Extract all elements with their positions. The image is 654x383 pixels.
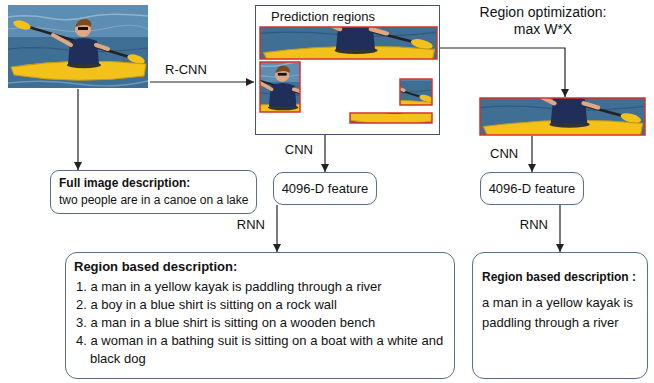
region-crop xyxy=(216,53,340,128)
step-label: R-CNN xyxy=(165,62,207,78)
box-text: 3. a man in a blue shirt is sitting on a… xyxy=(74,314,446,332)
box-text: 2. a boy in a blue shirt is sitting on a… xyxy=(74,296,446,314)
box-text: 4. a woman in a bathing suit is sitting … xyxy=(74,332,446,368)
prediction-regions-box: Prediction regions xyxy=(255,5,440,135)
feature-box: 4096-D feature xyxy=(480,172,584,205)
box-text: a man in a yellow kayak is paddling thro… xyxy=(482,293,640,333)
step-label: CNN xyxy=(490,146,518,162)
box-heading: Region based description: xyxy=(74,258,446,276)
box-text: two people are in a canoe on a lake xyxy=(59,192,248,209)
box-heading: Region based description : xyxy=(482,269,640,285)
description-arrow xyxy=(77,89,78,170)
box-heading: Full image description: xyxy=(59,175,248,192)
flow-arrow xyxy=(559,205,560,252)
cnn-arrow xyxy=(531,136,532,172)
feature-box: 4096-D feature xyxy=(273,172,377,205)
description-box: Region based description: 1. a man in a y… xyxy=(65,252,455,379)
description-box: Region based description : a man in a yel… xyxy=(472,252,648,379)
optimization-arrow xyxy=(440,48,565,97)
box-text: 1. a man in a yellow kayak is paddling t… xyxy=(74,278,446,296)
box-heading: 4096-D feature xyxy=(282,181,369,197)
description-box: Full image description:two people are in… xyxy=(50,170,257,214)
input-photo xyxy=(8,5,148,88)
box-heading: Prediction regions xyxy=(256,6,439,24)
edge-label: CNN xyxy=(285,142,313,158)
step-label: Region optimization: max W*X xyxy=(468,4,618,38)
region-crop xyxy=(343,61,439,130)
flow-arrow xyxy=(276,205,277,252)
optimized-region xyxy=(480,61,645,149)
edge-label: RNN xyxy=(520,217,548,233)
edge-label: RNN xyxy=(237,217,265,233)
box-heading: 4096-D feature xyxy=(489,181,576,197)
region-crop xyxy=(324,55,436,122)
rcnn-arrow xyxy=(150,81,254,82)
flow-arrow xyxy=(324,135,325,172)
